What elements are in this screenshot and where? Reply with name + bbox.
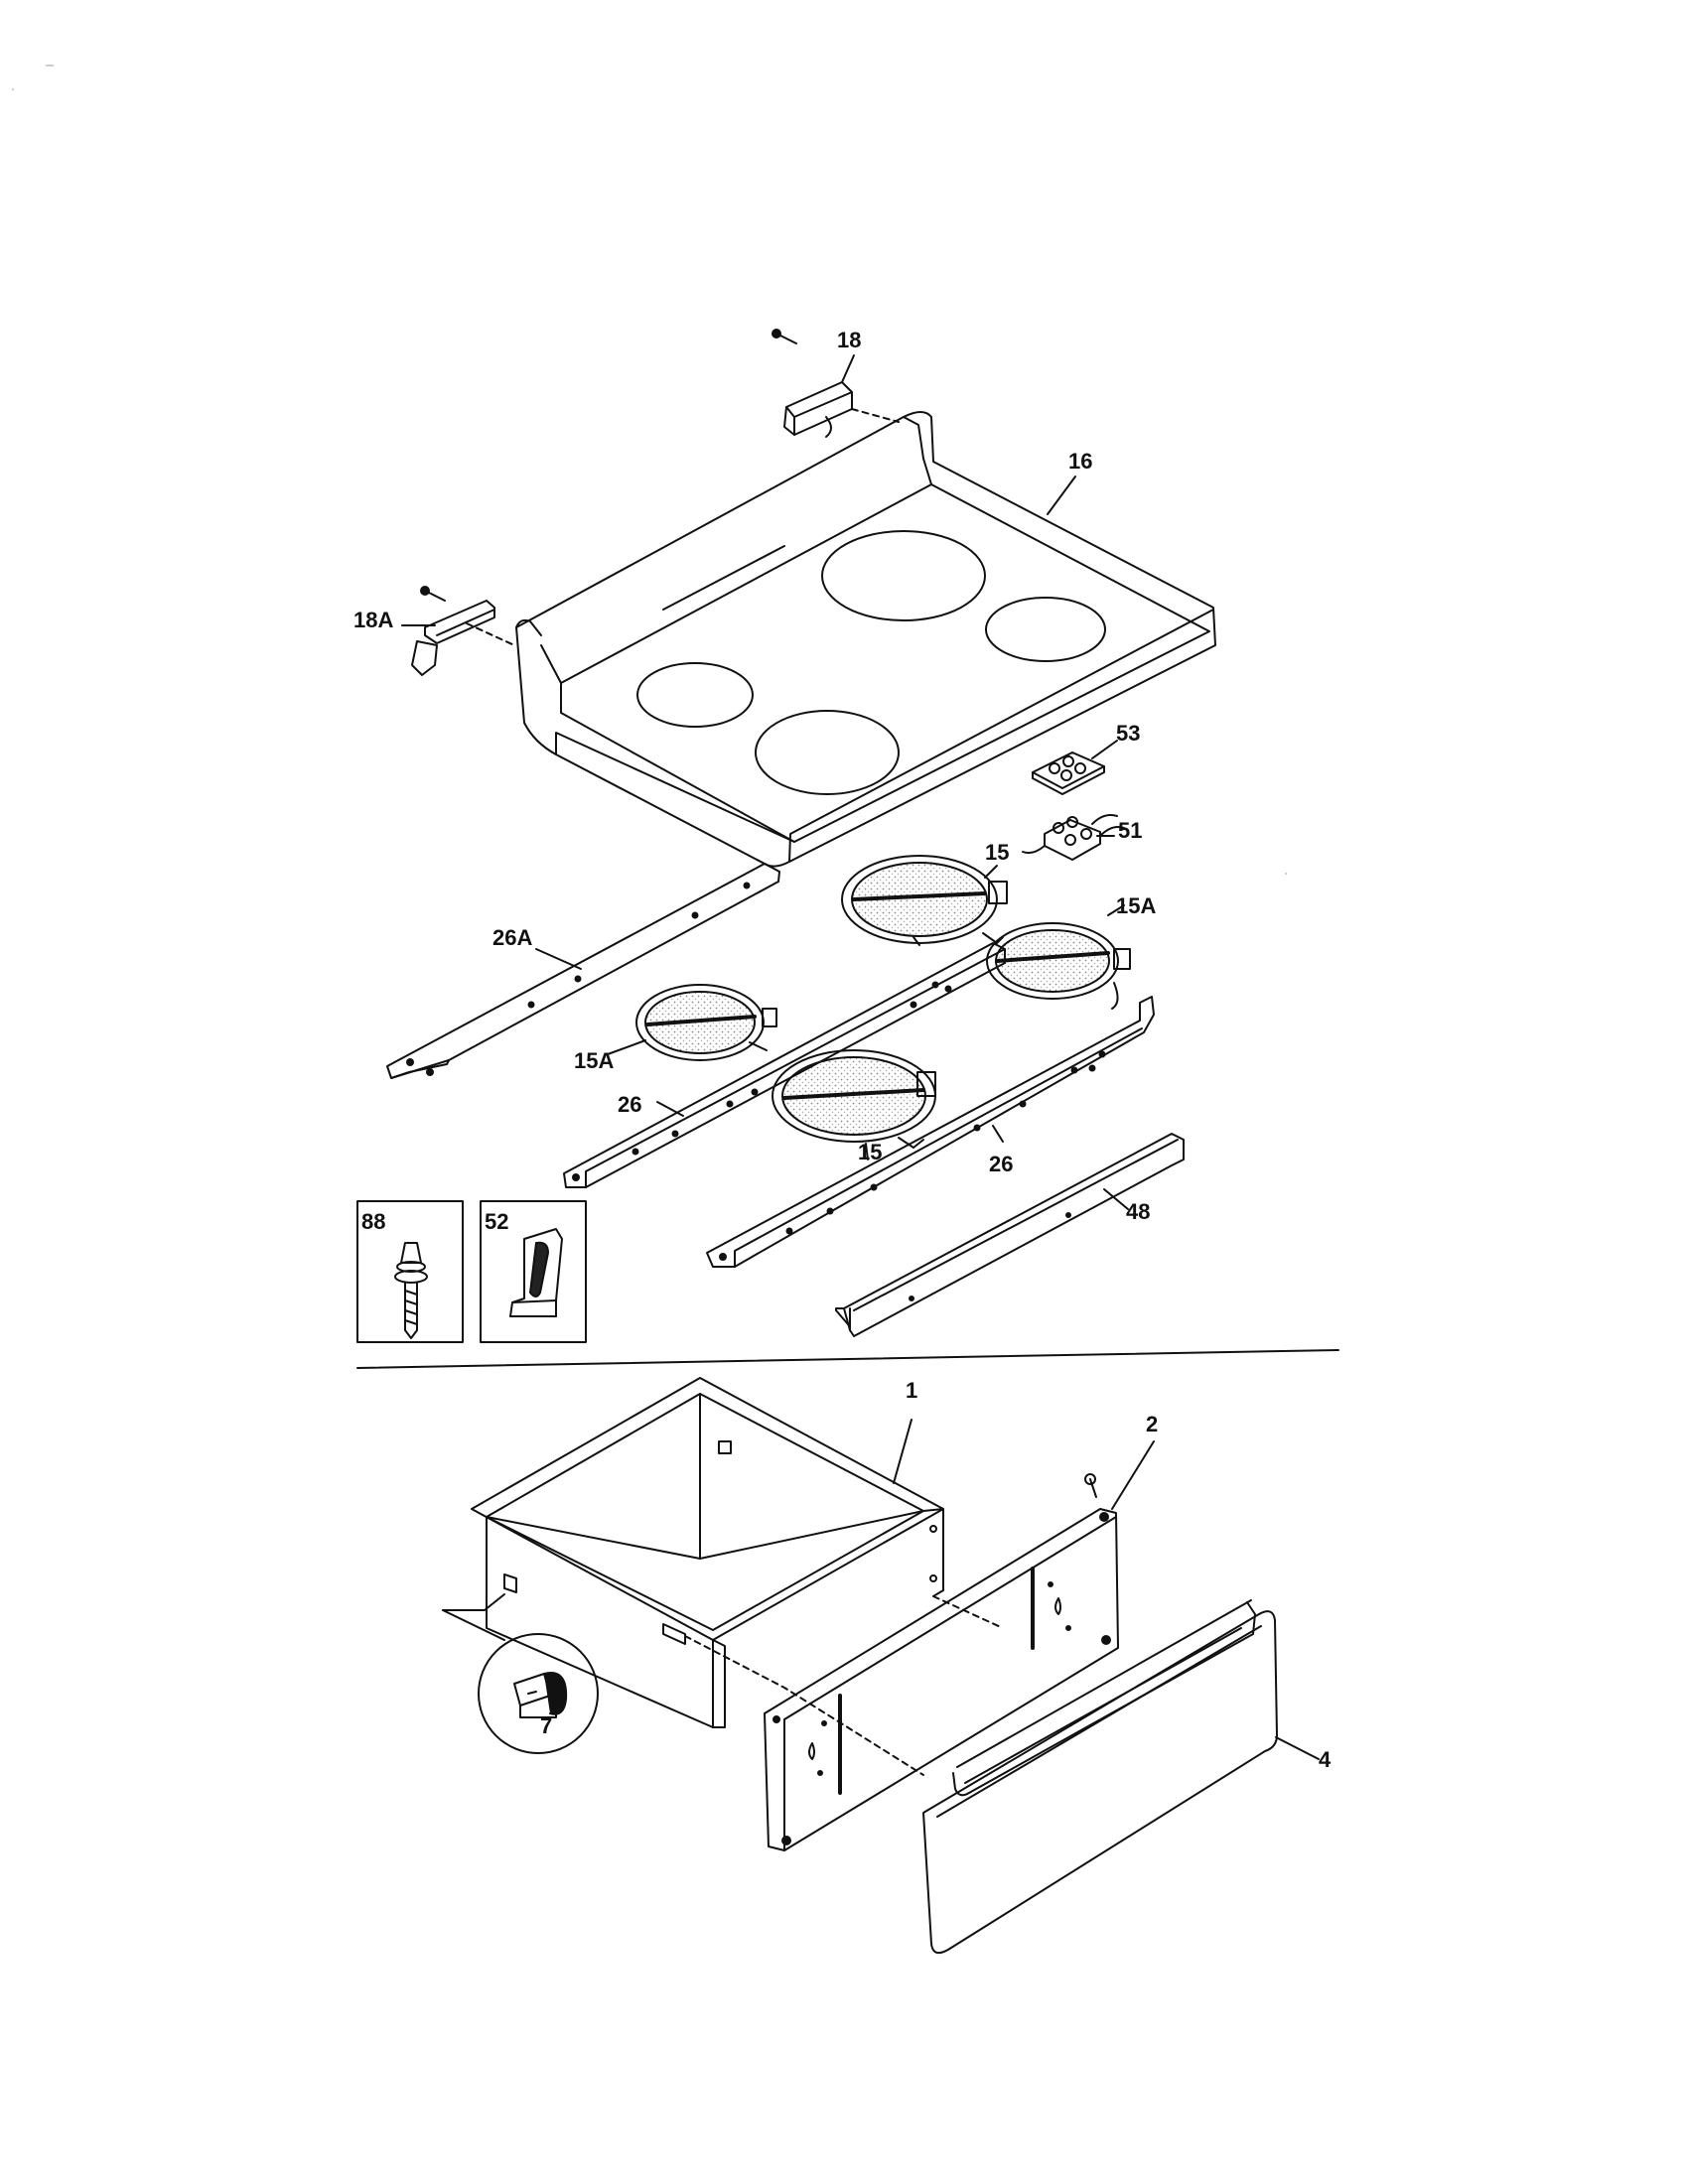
terminal-cover-part-53	[1032, 751, 1105, 795]
drawer-front-part-4	[922, 1599, 1278, 1955]
cooktop-part-16	[515, 411, 1216, 868]
section-divider	[356, 1349, 1339, 1369]
leader-1	[893, 1419, 912, 1484]
inset-box-52	[480, 1200, 587, 1343]
support-strap-part-26-right	[706, 996, 1155, 1268]
leader-15-top	[984, 865, 998, 879]
callout-26-right: 26	[989, 1152, 1014, 1176]
leader-7-b	[442, 1609, 505, 1641]
callout-51: 51	[1118, 818, 1143, 843]
heating-element-part-15-top	[841, 855, 1008, 946]
drawer-glide-part-7	[478, 1633, 599, 1754]
callout-18A: 18A	[353, 608, 394, 632]
leader-48	[1103, 1188, 1129, 1210]
support-strap-part-26-left	[563, 942, 1006, 1188]
callout-48: 48	[1126, 1199, 1151, 1224]
heating-element-part-15-bottom	[772, 1049, 936, 1149]
support-strap-part-26A	[386, 863, 780, 1079]
leader-26A	[535, 948, 582, 970]
callout-15-bottom: 15	[858, 1140, 883, 1164]
bracket-part-18A	[411, 586, 495, 676]
leader-18	[841, 354, 855, 383]
drawer-part-1	[471, 1377, 944, 1728]
callout-15A-right: 15A	[1116, 893, 1157, 918]
dash-drawer-align	[684, 1635, 924, 1776]
leader-53	[1091, 740, 1118, 759]
dash-drawer-align-2	[932, 1595, 1004, 1629]
callout-4: 4	[1319, 1747, 1332, 1772]
callout-2: 2	[1146, 1412, 1159, 1436]
callout-18: 18	[837, 328, 862, 352]
leader-15-bottom	[865, 1143, 869, 1160]
inset-box-88	[356, 1200, 464, 1343]
dash-18	[851, 408, 900, 423]
drawer-panel-part-2	[764, 1473, 1119, 1851]
terminal-block-part-51	[1022, 814, 1125, 861]
callout-15-top: 15	[985, 840, 1010, 865]
leader-26-right	[992, 1125, 1004, 1143]
callout-16: 16	[1068, 449, 1093, 474]
callout-88: 88	[361, 1209, 386, 1234]
leveling-screw-part-88	[394, 1242, 428, 1339]
callout-52: 52	[485, 1209, 509, 1234]
leader-4	[1275, 1736, 1320, 1760]
leader-26-left	[656, 1101, 684, 1117]
leader-15A-left	[607, 1039, 646, 1055]
clip-part-52	[509, 1228, 563, 1317]
callout-1: 1	[906, 1378, 918, 1403]
trim-strip-part-48	[835, 1133, 1185, 1337]
leader-16	[1047, 476, 1076, 515]
callout-15A-left: 15A	[574, 1048, 615, 1073]
callout-26-left: 26	[618, 1092, 642, 1117]
callout-26A: 26A	[492, 925, 533, 950]
heating-element-part-15A-right	[986, 922, 1131, 1010]
leader-7-a	[442, 1593, 505, 1611]
heating-element-part-15A-left	[635, 984, 777, 1061]
callout-53: 53	[1116, 721, 1141, 746]
leader-2	[1111, 1440, 1155, 1510]
scan-marks	[12, 65, 1287, 875]
callout-7: 7	[540, 1713, 553, 1738]
dash-18A	[466, 622, 515, 646]
leader-15A-right	[1107, 904, 1125, 916]
